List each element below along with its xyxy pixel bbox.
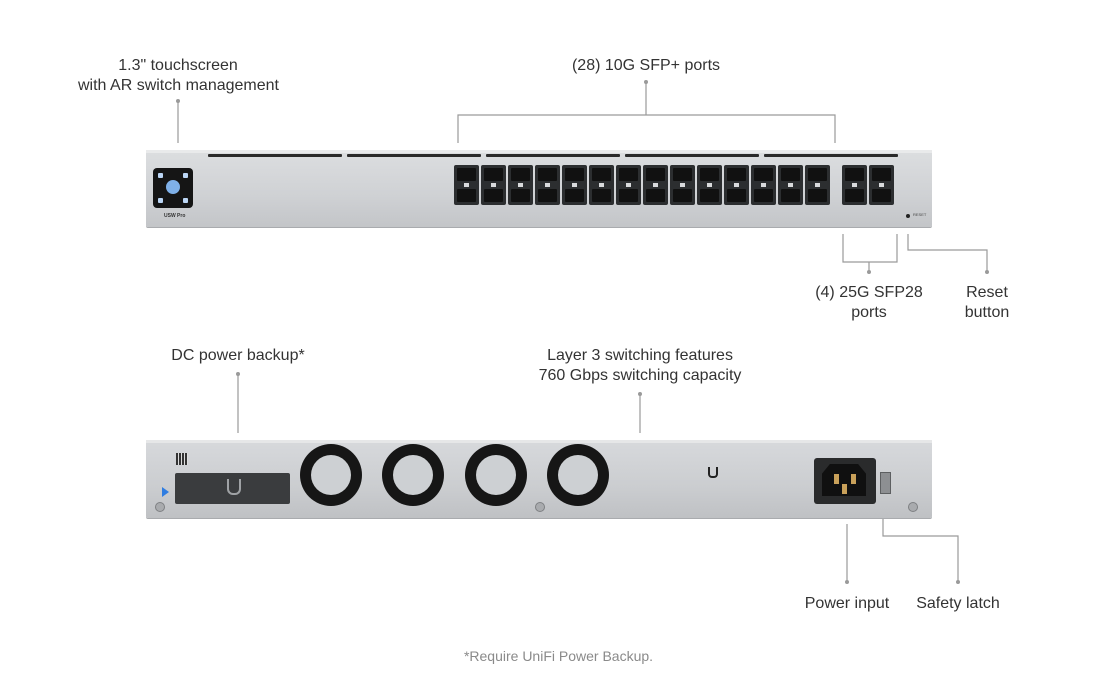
screen-icon (158, 198, 163, 203)
sfp28-port-bank (842, 165, 894, 205)
vent-slot (486, 154, 620, 157)
qr-code-icon (176, 453, 188, 465)
model-label: USW Pro (164, 213, 186, 219)
vent-slot (347, 154, 481, 157)
leader-safety-latch (882, 500, 959, 582)
callout-reset-line-1: Reset (966, 284, 1008, 301)
screw-icon (535, 502, 545, 512)
callout-reset-line-2: button (964, 304, 1010, 321)
callout-sfp28-line-2: ports (851, 304, 887, 321)
callout-sfp28-line-1: (4) 25G SFP28 (815, 284, 923, 301)
ac-pin-icon (851, 474, 856, 484)
fan-grille-icon (547, 444, 609, 506)
callout-layer3-line-1: Layer 3 switching features (547, 347, 733, 364)
callout-sfp-plus: (28) 10G SFP+ ports (546, 56, 746, 76)
safety-latch[interactable] (880, 472, 891, 494)
callout-sfp-plus-line-1: (28) 10G SFP+ ports (571, 57, 721, 74)
sfp-plus-port-pair[interactable] (643, 165, 668, 205)
leader-dot-safety-latch (956, 580, 960, 584)
sfp-plus-port-pair[interactable] (724, 165, 749, 205)
callout-dc-power: DC power backup* (138, 346, 338, 366)
sfp-plus-port-pair[interactable] (481, 165, 506, 205)
sfp-plus-port-pair[interactable] (535, 165, 560, 205)
sfp-plus-port-pair[interactable] (562, 165, 587, 205)
ubiquiti-logo-icon (708, 467, 718, 478)
leader-dot-sfp28 (867, 270, 871, 274)
leader-reset (907, 234, 988, 272)
vent-slot (764, 154, 898, 157)
callout-layer3: Layer 3 switching features 760 Gbps swit… (520, 346, 760, 386)
callout-sfp28: (4) 25G SFP28 ports (799, 283, 939, 323)
sfp-plus-port-pair[interactable] (697, 165, 722, 205)
sfp-plus-port-pair[interactable] (778, 165, 803, 205)
callout-power-input-line-1: Power input (804, 595, 890, 612)
sfp-plus-port-pair[interactable] (805, 165, 830, 205)
vent-slot (208, 154, 342, 157)
callout-safety-latch-line-1: Safety latch (916, 595, 1000, 612)
screen-icon (158, 173, 163, 178)
callout-dc-power-line-1: DC power backup* (171, 347, 305, 364)
dc-power-port[interactable] (175, 473, 290, 504)
fan-grille-icon (382, 444, 444, 506)
ubiquiti-logo-icon (227, 479, 241, 495)
sfp-plus-port-pair[interactable] (616, 165, 641, 205)
callout-reset: Reset button (947, 283, 1027, 323)
sfp-plus-port-pair[interactable] (454, 165, 479, 205)
fan-grille-icon (300, 444, 362, 506)
screw-icon (155, 502, 165, 512)
callout-touchscreen-line-1: 1.3" touchscreen (118, 57, 238, 74)
screen-orb-icon (166, 180, 180, 194)
reset-label: RESET (913, 212, 927, 217)
sfp-plus-port-bank (454, 165, 830, 205)
callout-safety-latch: Safety latch (898, 594, 1018, 614)
callout-touchscreen-line-2: with AR switch management (78, 77, 279, 94)
fan-grille-icon (465, 444, 527, 506)
leader-sfp-plus-bracket (457, 114, 836, 143)
ac-power-inlet[interactable] (814, 458, 876, 504)
switch-front-panel: USW Pro RESET (146, 150, 932, 227)
play-arrow-icon (162, 487, 169, 497)
sfp28-port-pair[interactable] (842, 165, 867, 205)
ac-pin-icon (842, 484, 847, 494)
leader-sfp28-bracket (842, 234, 898, 263)
sfp-plus-port-pair[interactable] (670, 165, 695, 205)
touchscreen-display[interactable] (153, 168, 193, 208)
leader-dot-power-input (845, 580, 849, 584)
sfp-plus-port-pair[interactable] (589, 165, 614, 205)
callout-layer3-line-2: 760 Gbps switching capacity (538, 367, 742, 384)
sfp28-port-pair[interactable] (869, 165, 894, 205)
screw-icon (908, 502, 918, 512)
ac-pin-icon (834, 474, 839, 484)
footnote: *Require UniFi Power Backup. (463, 648, 654, 664)
rear-panel-lip (146, 440, 932, 443)
screen-icon (183, 173, 188, 178)
front-panel-lip (146, 150, 932, 153)
callout-touchscreen: 1.3" touchscreen with AR switch manageme… (78, 56, 279, 96)
reset-button[interactable] (906, 214, 910, 218)
vent-slot (625, 154, 759, 157)
callout-power-input: Power input (787, 594, 907, 614)
leader-dot-reset (985, 270, 989, 274)
screen-icon (183, 198, 188, 203)
sfp-plus-port-pair[interactable] (751, 165, 776, 205)
switch-rear-panel (146, 440, 932, 518)
sfp-plus-port-pair[interactable] (508, 165, 533, 205)
